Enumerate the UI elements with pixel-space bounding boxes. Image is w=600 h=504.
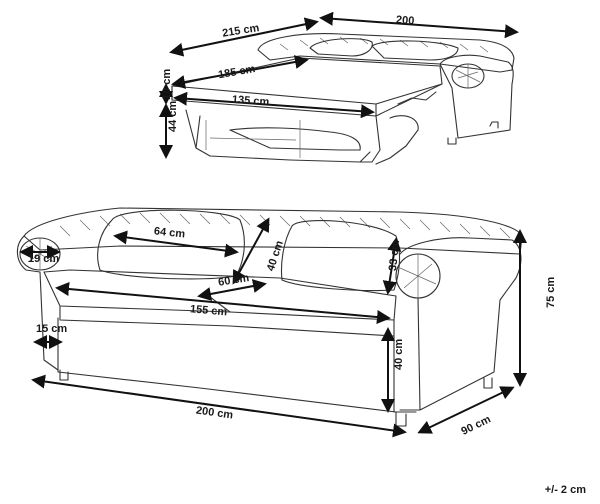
total-width-arrow [31, 374, 407, 438]
depth-open-label: 215 cm [221, 22, 260, 40]
seat-width-label: 155 cm [189, 303, 227, 318]
mattress-width-label: 135 cm [232, 94, 270, 109]
arm-width-label: 19 cm [28, 253, 59, 265]
mattress-length-arrow [171, 55, 309, 89]
back-height-label: 33 cm [387, 239, 402, 271]
width-arrow [319, 11, 519, 39]
mattress-width-arrow [173, 91, 375, 119]
width-label: 200 [396, 14, 415, 27]
seat-depth-label: 60 cm [217, 272, 250, 289]
total-depth-arrow [417, 386, 515, 434]
cushion-height-arrow [232, 217, 270, 285]
arm-thickness-label: 15 cm [36, 323, 67, 335]
frame-height-label: 44 cm [167, 101, 179, 132]
total-depth-label: 90 cm [459, 413, 492, 438]
seat-height-label: 40 cm [393, 339, 405, 370]
cushion-width-label: 64 cm [153, 225, 185, 240]
total-width-label: 200 cm [195, 405, 234, 422]
mattress-thickness-label: 10 cm [161, 69, 173, 100]
seat-width-arrow [55, 282, 391, 324]
tolerance-note: +/- 2 cm [544, 484, 586, 496]
total-height-label: 75 cm [545, 277, 557, 308]
depth-open-arrow [169, 17, 319, 57]
sofa-illustration [16, 207, 523, 427]
mattress-length-label: 185 cm [217, 63, 256, 81]
sofa-bed-illustration [171, 33, 515, 165]
cushion-width-arrow [113, 230, 239, 258]
